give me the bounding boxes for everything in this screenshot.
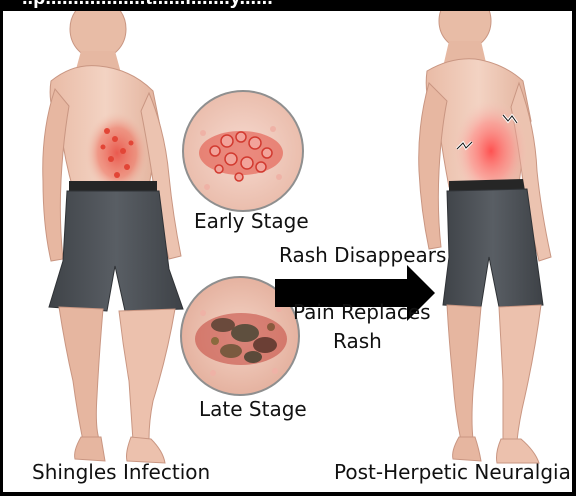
early-stage-label: Early Stage [194, 209, 309, 233]
pain-replaces-label: Pain Replaces [293, 300, 431, 324]
left-figure [43, 11, 183, 463]
early-stage-closeup [183, 91, 303, 211]
right-figure [419, 11, 551, 463]
rash-disappears-label: Rash Disappears [279, 243, 446, 267]
cropped-header-strip: ..p..................t......l.......y...… [0, 0, 576, 11]
right-shorts [443, 189, 543, 307]
cropped-header-text: ..p..................t......l.......y...… [22, 0, 273, 10]
post-herpetic-neuralgia-caption: Post-Herpetic Neuralgia [334, 460, 571, 484]
late-stage-label: Late Stage [199, 397, 307, 421]
shingles-infection-caption: Shingles Infection [32, 460, 210, 484]
rash-label: Rash [333, 329, 382, 353]
illustration-panel: Early Stage Rash Disappears Pain Replace… [3, 11, 572, 492]
